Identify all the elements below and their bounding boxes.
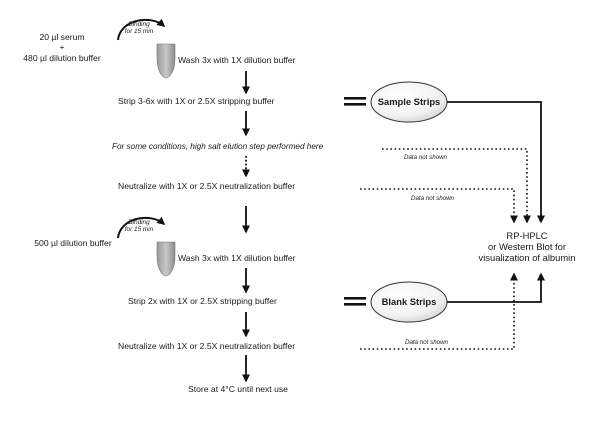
result-line-2: or Western Blot for <box>488 241 566 252</box>
tube-icon <box>156 43 176 79</box>
wash-step-2: Wash 3x with 1X dilution buffer <box>178 253 296 263</box>
blank-strips-connector <box>447 272 545 303</box>
high-salt-dotted-connector <box>382 148 531 224</box>
result-line-3: visualization of albumin <box>479 252 576 263</box>
binding-time-label-2: for 15 min <box>125 226 154 233</box>
strip-step-2: Strip 2x with 1X or 2.5X stripping buffe… <box>128 296 277 306</box>
binding-curved-arrow-2 <box>117 216 166 239</box>
sample-strips-connector <box>447 101 545 224</box>
neutralize-step-1: Neutralize with 1X or 2.5X neutralizatio… <box>118 181 295 191</box>
strip-step-1: Strip 3-6x with 1X or 2.5X stripping buf… <box>118 96 275 106</box>
dilution-buffer-label: 480 µl dilution buffer <box>23 53 101 63</box>
result-line-1: RP-HPLC <box>506 230 547 241</box>
equals-sign-1 <box>344 97 366 106</box>
equals-sign-2 <box>344 297 366 306</box>
binding-label-2: Binding <box>128 219 150 226</box>
binding-time-label: for 15 min <box>125 28 154 35</box>
binding-curved-arrow <box>117 18 166 41</box>
high-salt-step: For some conditions, high salt elution s… <box>112 142 324 151</box>
sample-volume-label: 20 µl serum <box>39 32 84 42</box>
tube-icon-2 <box>156 241 176 277</box>
blank-dilution-buffer-label: 500 µl dilution buffer <box>34 238 112 248</box>
plus-label: + <box>59 42 64 52</box>
data-not-shown-3: Data not shown <box>405 339 449 346</box>
data-not-shown-1: Data not shown <box>404 154 448 161</box>
wash-step-1: Wash 3x with 1X dilution buffer <box>178 55 296 65</box>
store-step: Store at 4°C until next use <box>188 384 288 394</box>
sample-strips-label: Sample Strips <box>378 96 441 107</box>
data-not-shown-2: Data not shown <box>411 195 455 202</box>
neutralize-dotted-connector-2 <box>360 272 518 350</box>
neutralize-step-2: Neutralize with 1X or 2.5X neutralizatio… <box>118 341 295 351</box>
binding-label: Binding <box>128 21 150 28</box>
blank-strips-label: Blank Strips <box>382 296 437 307</box>
neutralize-dotted-connector-1 <box>360 188 518 224</box>
